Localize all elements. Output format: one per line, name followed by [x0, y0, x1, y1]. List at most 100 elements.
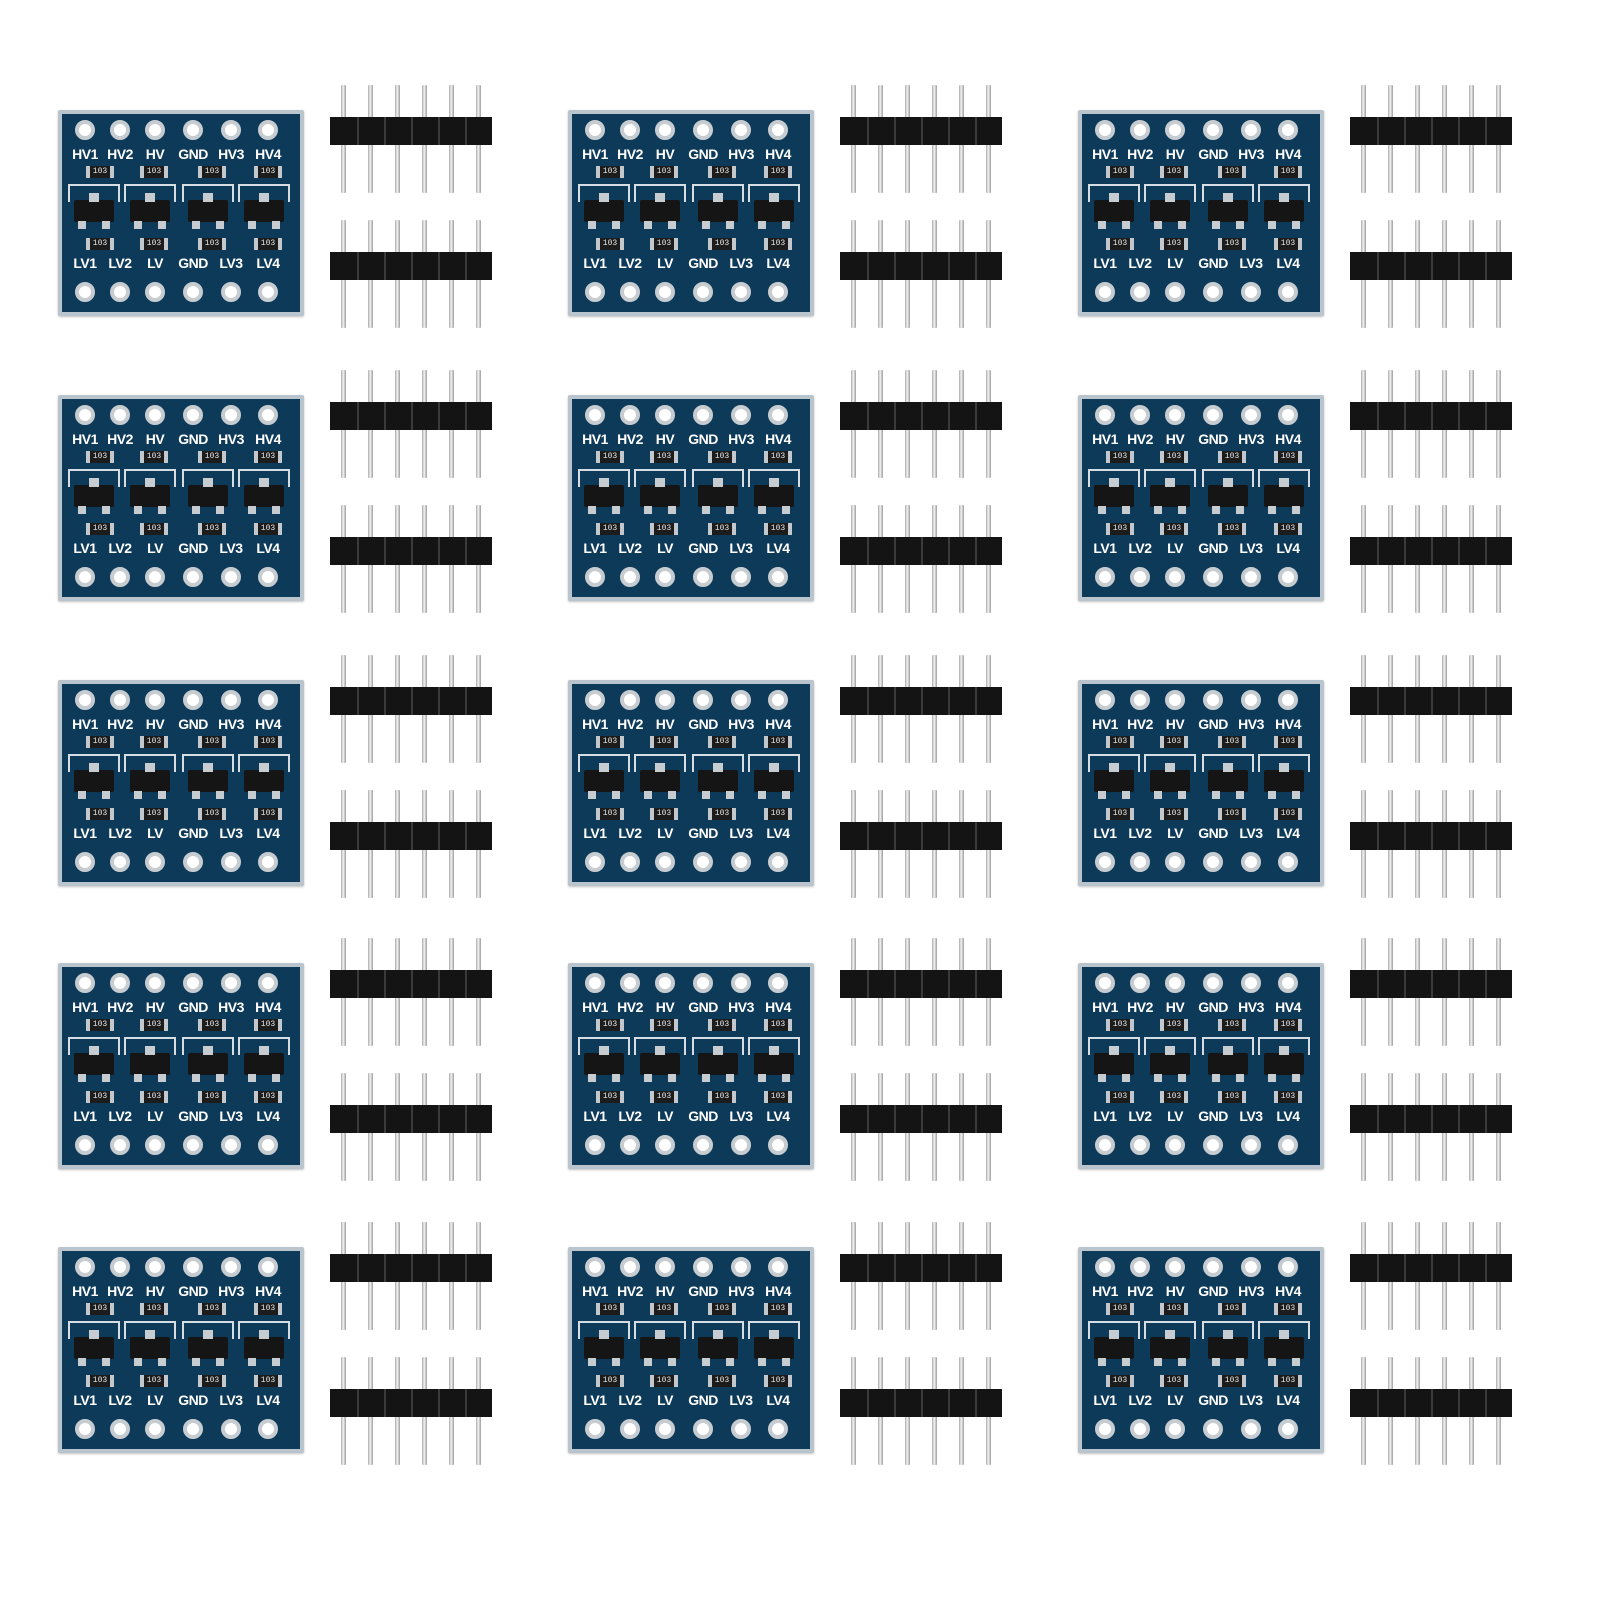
- pin-hole: [75, 690, 95, 710]
- mosfet-pad: [1165, 193, 1175, 202]
- mosfet-pad: [713, 478, 723, 487]
- pin-label: GND: [688, 825, 718, 841]
- resistor: 103: [596, 166, 624, 178]
- pin-hole: [1165, 1419, 1185, 1439]
- mosfet-pad: [216, 791, 224, 799]
- pin-label: LV3: [729, 1108, 753, 1124]
- resistor: 103: [86, 808, 114, 820]
- housing-divider: [1485, 1105, 1487, 1133]
- silkscreen-outline: [1088, 1321, 1140, 1339]
- pin-hole: [258, 405, 278, 425]
- housing-divider: [867, 1254, 869, 1282]
- resistor: 103: [254, 1303, 282, 1315]
- pin-hole: [693, 1257, 713, 1277]
- resistor: 103: [1218, 1375, 1246, 1387]
- pin-hole: [75, 1135, 95, 1155]
- pin-label: LV4: [1276, 1108, 1300, 1124]
- housing-divider: [1485, 537, 1487, 565]
- silkscreen-outline: [238, 1321, 290, 1339]
- mosfet-pad: [1212, 1074, 1220, 1082]
- pin-label: LV2: [108, 1108, 132, 1124]
- pin-hole: [655, 1257, 675, 1277]
- mosfet-pad: [1154, 791, 1162, 799]
- pin-hole: [1278, 852, 1298, 872]
- pin-hole: [655, 405, 675, 425]
- mosfet-pad: [1098, 791, 1106, 799]
- pin-label: GND: [1198, 431, 1228, 447]
- pin-hole: [1278, 405, 1298, 425]
- mosfet-pad: [644, 1074, 652, 1082]
- silkscreen-outline: [1144, 754, 1196, 772]
- housing-divider: [1485, 970, 1487, 998]
- resistor: 103: [650, 1019, 678, 1031]
- resistor: 103: [1106, 523, 1134, 535]
- mosfet-pad: [769, 478, 779, 487]
- pin-hole: [1165, 282, 1185, 302]
- housing-divider: [1458, 117, 1460, 145]
- pin-hole: [1278, 567, 1298, 587]
- resistor: 103: [650, 238, 678, 250]
- pin-label: LV4: [766, 1108, 790, 1124]
- housing-divider: [948, 117, 950, 145]
- pin-label: HV3: [728, 999, 754, 1015]
- housing-divider: [1377, 537, 1379, 565]
- resistor: 103: [764, 1375, 792, 1387]
- housing-divider: [1458, 687, 1460, 715]
- resistor: 103: [1160, 166, 1188, 178]
- resistor: 103: [650, 736, 678, 748]
- housing-divider: [1458, 252, 1460, 280]
- pin-hole: [110, 973, 130, 993]
- mosfet-pad: [644, 1358, 652, 1366]
- pin-label: LV: [657, 1108, 673, 1124]
- pin-hole: [1241, 690, 1261, 710]
- pin-label: LV: [147, 1108, 163, 1124]
- mosfet-pad: [203, 763, 213, 772]
- mosfet-pad: [192, 791, 200, 799]
- mosfet-pad: [259, 193, 269, 202]
- header-housing: [840, 687, 1002, 715]
- pin-label: HV1: [1092, 1283, 1118, 1299]
- pin-label: HV2: [107, 146, 133, 162]
- pin-label: GND: [178, 825, 208, 841]
- housing-divider: [975, 402, 977, 430]
- housing-divider: [384, 1254, 386, 1282]
- pin-label: HV: [145, 146, 165, 162]
- housing-divider: [438, 687, 440, 715]
- pin-label: LV4: [766, 255, 790, 271]
- housing-divider: [1431, 970, 1433, 998]
- header-housing: [840, 1389, 1002, 1417]
- pin-hole: [693, 1419, 713, 1439]
- pin-header: [330, 1073, 492, 1181]
- pin-label: HV3: [1238, 1283, 1264, 1299]
- resistor: 103: [140, 736, 168, 748]
- mosfet-pad: [1178, 1358, 1186, 1366]
- mosfet-pad: [612, 221, 620, 229]
- mosfet-pad: [702, 221, 710, 229]
- housing-divider: [975, 117, 977, 145]
- mosfet-pad: [102, 1358, 110, 1366]
- mosfet-pad: [158, 1358, 166, 1366]
- pin-label: HV4: [255, 999, 281, 1015]
- pin-label: LV3: [1239, 1108, 1263, 1124]
- pin-hole: [258, 852, 278, 872]
- mosfet-pad: [726, 221, 734, 229]
- pin-label: GND: [178, 540, 208, 556]
- mosfet-pad: [78, 506, 86, 514]
- pin-hole: [258, 120, 278, 140]
- pin-label: LV1: [1093, 540, 1117, 556]
- silkscreen-outline: [1258, 1321, 1310, 1339]
- silkscreen-outline: [1202, 1037, 1254, 1055]
- mosfet-pad: [1122, 506, 1130, 514]
- housing-divider: [1458, 822, 1460, 850]
- mosfet-pad: [192, 1358, 200, 1366]
- pin-hole: [1203, 282, 1223, 302]
- pin-hole: [620, 282, 640, 302]
- header-housing: [840, 1254, 1002, 1282]
- housing-divider: [384, 822, 386, 850]
- silkscreen-outline: [1144, 469, 1196, 487]
- pin-hole: [1165, 1257, 1185, 1277]
- mosfet-pad: [192, 506, 200, 514]
